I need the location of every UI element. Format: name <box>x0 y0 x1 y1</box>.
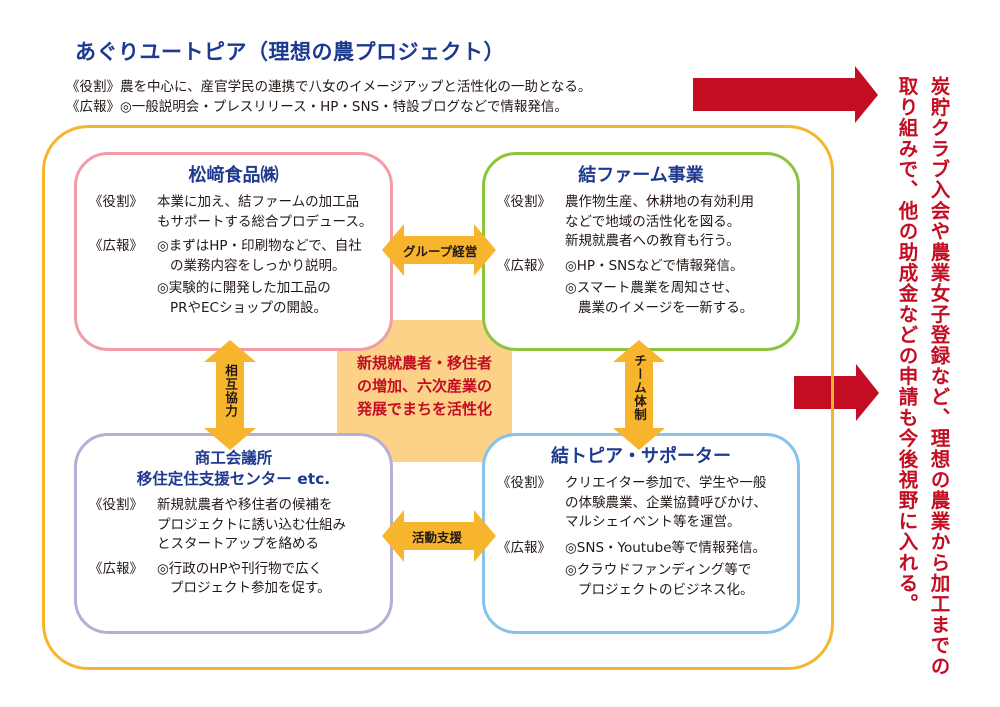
pr-label: 《広報》 <box>497 257 551 274</box>
pr-section: 《広報》 ◎行政のHPや刊行物で広く プロジェクト参加を促す。 <box>89 560 390 602</box>
pr-item-text: ◎行政のHPや刊行物で広く <box>157 560 323 577</box>
project-pr-text: 《広報》◎一般説明会・プレスリリース・HP・SNS・特設ブログなどで情報発信。 <box>66 99 568 115</box>
center-goal-line: 発展でまちを活性化 <box>356 400 492 418</box>
pr-label: 《広報》 <box>497 539 551 556</box>
role-line: クリエイター参加で、学生や一般 <box>565 475 767 491</box>
pr-item: ◎SNS・Youtube等で情報発信。 <box>565 539 766 559</box>
pr-section: 《広報》 ◎HP・SNSなどで情報発信。 ◎スマート農業を周知させ、 農業のイメ… <box>497 257 797 322</box>
pr-item-text: ◎スマート農業を周知させ、 <box>565 280 739 296</box>
project-title: あぐりユートピア（理想の農プロジェクト） <box>75 40 505 64</box>
center-goal-line: 新規就農者・移住者 <box>356 354 492 372</box>
pr-item-text: ◎HP・SNSなどで情報発信。 <box>565 257 744 274</box>
pr-item-text: ◎まずはHP・印刷物などで、自社 <box>157 238 362 254</box>
pr-label: 《広報》 <box>89 560 143 577</box>
side-note-column: 取り組みで、他の助成金などの申請も今後視野に入れる。 <box>895 76 918 615</box>
role-line: などで地域の活性化を図る。 <box>565 213 741 230</box>
double-arrow-horizontal-icon <box>382 510 496 562</box>
pr-item-text: 農業のイメージを一新する。 <box>578 299 754 316</box>
pr-item: ◎実験的に開発した加工品の PRやECショップの開設。 <box>157 279 362 318</box>
connector-label: グループ経営 <box>403 244 478 259</box>
chamber-of-commerce-box: 商工会議所 移住定住支援センター etc. 《役割》 新規就農者や移住者の候補を… <box>74 433 393 634</box>
box-subtitle: 移住定住支援センター etc. <box>136 470 331 488</box>
double-arrow-horizontal-icon <box>382 224 496 276</box>
role-section: 《役割》 クリエイター参加で、学生や一般 の体験農業、企業協賛呼びかけ、 マルシ… <box>497 474 797 533</box>
project-role-text: 《役割》農を中心に、産官学民の連携で八女のイメージアップと活性化の一助となる。 <box>66 79 592 95</box>
red-arrow-right-icon <box>794 364 879 421</box>
center-goal-text: 新規就農者・移住者 の増加、六次産業の 発展でまちを活性化 <box>337 352 512 421</box>
connector-label: 活動支援 <box>412 530 463 545</box>
pr-label: 《広報》 <box>89 238 143 254</box>
pr-section: 《広報》 ◎まずはHP・印刷物などで、自社 の業務内容をしっかり説明。 ◎実験的… <box>89 237 390 321</box>
group-management-connector: グループ経営 <box>382 222 496 278</box>
role-line: 本業に加え、結ファームの加工品 <box>157 194 360 210</box>
role-line: 新規就農者への教育も行う。 <box>565 233 740 249</box>
role-section: 《役割》 農作物生産、休耕地の有効利用 などで地域の活性化を図る。 新規就農者へ… <box>497 193 797 252</box>
matsuzaki-foods-box: 松﨑食品㈱ 《役割》 本業に加え、結ファームの加工品 もサポートする総合プロデュ… <box>74 152 393 351</box>
team-structure-connector: チーム体制 <box>611 340 667 450</box>
box-title: 商工会議所 <box>194 449 273 467</box>
role-label: 《役割》 <box>89 194 143 210</box>
role-line: もサポートする総合プロデュース。 <box>157 213 373 230</box>
center-goal-line: の増加、六次産業の <box>356 377 492 395</box>
role-line: とスタートアップを絡める <box>157 536 319 552</box>
pr-item-text: ◎クラウドファンディング等で <box>565 562 752 578</box>
role-line: プロジェクトに誘い込む仕組み <box>157 516 346 533</box>
activity-support-connector: 活動支援 <box>382 508 496 564</box>
pr-item-text: PRやECショップの開設。 <box>170 299 327 316</box>
box-title: 結トピア・サポーター <box>551 446 731 467</box>
role-section: 《役割》 本業に加え、結ファームの加工品 もサポートする総合プロデュース。 <box>89 193 390 232</box>
pr-item: ◎クラウドファンディング等で プロジェクトのビジネス化。 <box>565 561 766 600</box>
role-label: 《役割》 <box>89 497 143 513</box>
pr-item-text: ◎SNS・Youtube等で情報発信。 <box>565 539 767 556</box>
yutopia-supporter-box: 結トピア・サポーター 《役割》 クリエイター参加で、学生や一般 の体験農業、企業… <box>482 433 800 634</box>
role-label: 《役割》 <box>497 194 551 210</box>
role-line: 新規就農者や移住者の候補を <box>157 497 333 513</box>
pr-item: ◎スマート農業を周知させ、 農業のイメージを一新する。 <box>565 279 753 318</box>
box-title: 松﨑食品㈱ <box>188 165 279 186</box>
pr-item-text: の業務内容をしっかり説明。 <box>170 257 346 274</box>
pr-item-text: プロジェクト参加を促す。 <box>170 580 331 596</box>
pr-section: 《広報》 ◎SNS・Youtube等で情報発信。 ◎クラウドファンディング等で … <box>497 539 797 604</box>
red-arrow-right-icon <box>693 66 878 123</box>
pr-item-text: ◎実験的に開発した加工品の <box>157 280 331 296</box>
role-section: 《役割》 新規就農者や移住者の候補を プロジェクトに誘い込む仕組み とスタートア… <box>89 496 390 555</box>
side-note-column: 炭貯クラブ入会や農業女子登録など、理想の農業から加工までの <box>927 76 950 677</box>
project-frame <box>42 125 834 670</box>
role-line: 農作物生産、休耕地の有効利用 <box>565 194 754 210</box>
role-line: の体験農業、企業協賛呼びかけ、 <box>565 494 767 511</box>
double-arrow-vertical-icon <box>613 340 665 450</box>
connector-label: 相互協力 <box>223 364 238 418</box>
mutual-cooperation-connector: 相互協力 <box>202 340 258 450</box>
role-line: マルシェイベント等を運営。 <box>565 514 741 530</box>
yui-farm-box: 結ファーム事業 《役割》 農作物生産、休耕地の有効利用 などで地域の活性化を図る… <box>482 152 800 351</box>
role-label: 《役割》 <box>497 475 551 491</box>
pr-item: ◎HP・SNSなどで情報発信。 <box>565 257 753 277</box>
connector-label: チーム体制 <box>632 354 647 422</box>
pr-item-text: プロジェクトのビジネス化。 <box>578 581 754 598</box>
box-title: 結ファーム事業 <box>578 165 704 186</box>
double-arrow-vertical-icon <box>204 340 256 450</box>
pr-item: ◎まずはHP・印刷物などで、自社 の業務内容をしっかり説明。 <box>157 237 362 276</box>
pr-item: ◎行政のHPや刊行物で広く プロジェクト参加を促す。 <box>157 560 331 599</box>
